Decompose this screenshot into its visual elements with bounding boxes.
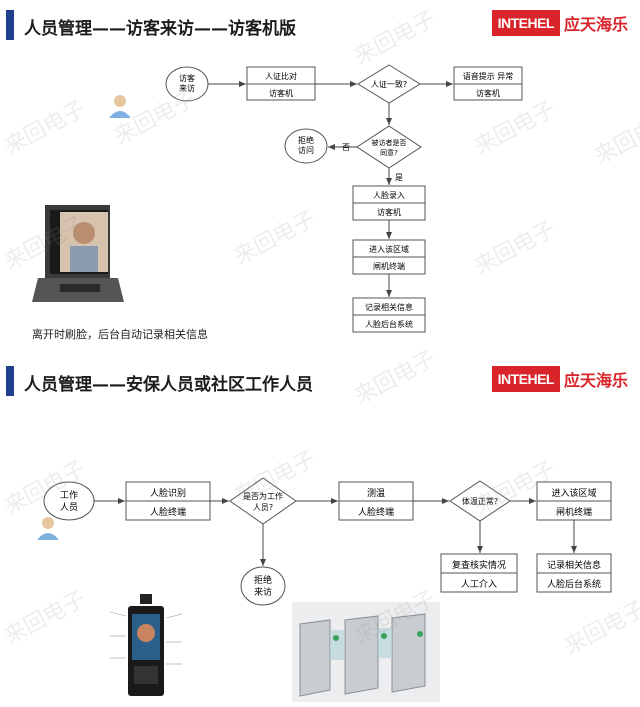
person-icon: [109, 95, 131, 118]
start-label-2: 人员: [60, 502, 78, 513]
decision-staff: 是否为工作 人员?: [229, 477, 297, 525]
refuse-label-2: 访问: [298, 145, 314, 155]
visitor-caption: 离开时刷脸，后台自动记录相关信息: [32, 328, 208, 341]
start-label-2: 来访: [179, 83, 195, 93]
svg-text:复查核实情况: 复查核实情况: [452, 559, 506, 571]
end-refuse-node: [240, 566, 286, 606]
svg-text:体温正常?: 体温正常?: [462, 496, 498, 506]
svg-text:人脸后台系统: 人脸后台系统: [547, 578, 601, 590]
svg-text:访客机: 访客机: [269, 88, 293, 98]
step-face-enroll: 人脸录入 访客机: [352, 185, 426, 221]
refuse-label-2: 来访: [254, 587, 272, 598]
svg-text:测温: 测温: [367, 488, 385, 499]
svg-text:语音提示 异常: 语音提示 异常: [463, 71, 514, 81]
start-node: [43, 481, 95, 521]
title-accent-bar: [6, 10, 14, 40]
svg-text:人员?: 人员?: [253, 503, 273, 512]
svg-text:闸机终端: 闸机终端: [556, 506, 592, 518]
svg-text:同意?: 同意?: [380, 148, 398, 157]
step-record: 记录相关信息 人脸后台系统: [352, 297, 426, 333]
section-title: 人员管理——访客来访——访客机版: [24, 19, 296, 39]
svg-text:进入该区域: 进入该区域: [369, 244, 409, 254]
title-accent-bar: [6, 366, 14, 396]
label-no: 否: [342, 143, 350, 152]
step-enter: 进入该区域 闸机终端: [352, 239, 426, 275]
decision-temp: 体温正常?: [449, 480, 511, 522]
decision-agree: 被访者是否 同意?: [356, 125, 422, 169]
visitor-kiosk-image: [32, 205, 124, 302]
section-staff: 人员管理——安保人员或社区工作人员 INTEHEL 应天海乐 工作 人员 人脸识…: [0, 358, 640, 707]
logo-cn: 应天海乐: [563, 371, 628, 390]
svg-text:被访者是否: 被访者是否: [372, 138, 407, 147]
svg-text:访客机: 访客机: [476, 88, 500, 98]
svg-text:访客机: 访客机: [377, 207, 401, 217]
flow-arrows: [208, 81, 453, 297]
svg-text:人脸后台系统: 人脸后台系统: [365, 319, 413, 329]
svg-text:人工介入: 人工介入: [461, 579, 497, 590]
refuse-label-1: 拒绝: [254, 574, 272, 586]
decision-match: 人证一致?: [357, 64, 421, 104]
svg-text:记录相关信息: 记录相关信息: [365, 302, 413, 312]
refuse-label-1: 拒绝: [298, 135, 314, 145]
svg-text:是否为工作: 是否为工作: [243, 491, 283, 501]
step-temp: 测温 人脸终端: [338, 481, 414, 521]
svg-text:人脸终端: 人脸终端: [150, 506, 186, 518]
visitor-flowchart: 访客 来访 人证比对 访客机 人证一致? 语音提示 异常 访客机 被访者是否 同…: [32, 64, 523, 333]
svg-text:人脸终端: 人脸终端: [358, 506, 394, 518]
section-title: 人员管理——安保人员或社区工作人员: [24, 375, 313, 395]
svg-text:人证比对: 人证比对: [265, 71, 297, 81]
staff-flowchart: 工作 人员 人脸识别 人脸终端 是否为工作 人员? 拒绝 来访 测温: [37, 477, 612, 702]
step-recheck: 复查核实情况 人工介入: [440, 553, 518, 593]
end-refuse-node: [284, 128, 328, 164]
step-voice: 语音提示 异常 访客机: [453, 66, 523, 101]
turnstile-gates-image: [292, 602, 440, 702]
brand-logo: INTEHEL 应天海乐: [491, 10, 632, 36]
svg-text:人脸识别: 人脸识别: [150, 487, 186, 499]
svg-text:人证一致?: 人证一致?: [371, 79, 407, 89]
step-face-id: 人脸识别 人脸终端: [125, 481, 211, 521]
svg-text:记录相关信息: 记录相关信息: [547, 559, 601, 571]
start-label-1: 工作: [60, 489, 78, 501]
svg-text:进入该区域: 进入该区域: [551, 487, 596, 499]
label-yes: 是: [395, 173, 403, 182]
flow-arrows: [94, 498, 577, 566]
person-icon: [37, 517, 59, 540]
svg-text:闸机终端: 闸机终端: [373, 261, 405, 271]
logo-cn: 应天海乐: [563, 15, 628, 34]
logo-en: INTEHEL: [491, 366, 560, 392]
step-enter: 进入该区域 闸机终端: [536, 481, 612, 521]
step-record: 记录相关信息 人脸后台系统: [536, 553, 612, 593]
face-terminal-image: [109, 594, 183, 696]
logo-en: INTEHEL: [491, 10, 560, 36]
svg-text:人脸录入: 人脸录入: [373, 190, 405, 200]
step-verify: 人证比对 访客机: [246, 66, 316, 101]
section-visitor-kiosk: 人员管理——访客来访——访客机版 INTEHEL 应天海乐 访客 来访 人证比对…: [0, 0, 640, 350]
brand-logo: INTEHEL 应天海乐: [491, 366, 632, 392]
start-label-1: 访客: [179, 73, 195, 83]
